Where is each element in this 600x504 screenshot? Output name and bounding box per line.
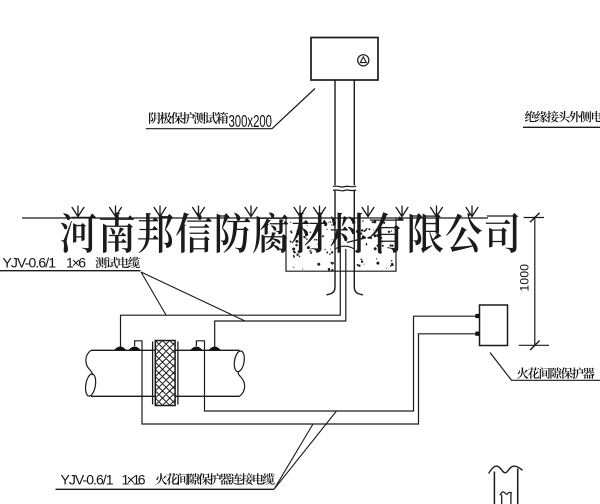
svg-text:1000: 1000 xyxy=(518,264,532,292)
svg-text:YJV-0.6/1: YJV-0.6/1 xyxy=(61,472,114,488)
svg-text:300x200: 300x200 xyxy=(229,111,272,131)
svg-text:1×16: 1×16 xyxy=(122,472,146,488)
svg-text:YJV-0.6/1: YJV-0.6/1 xyxy=(3,254,57,270)
svg-text:1×6: 1×6 xyxy=(66,254,86,270)
